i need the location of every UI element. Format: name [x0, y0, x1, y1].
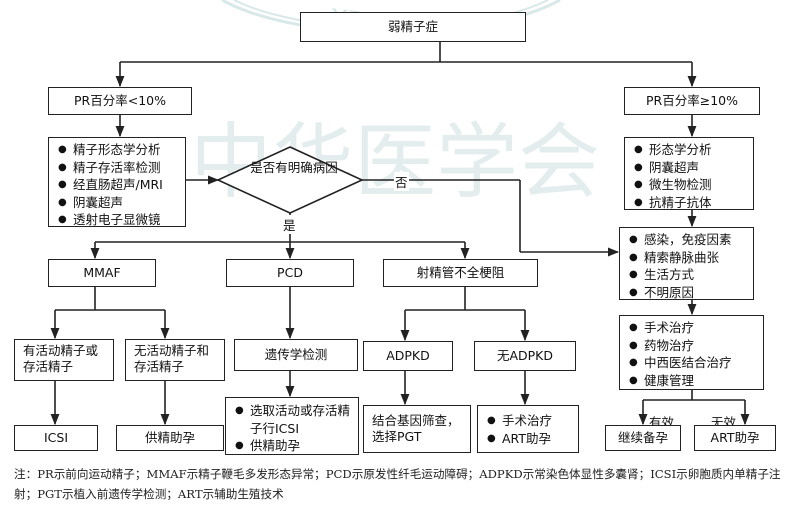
cause-item: 不明原因 — [628, 284, 745, 302]
tests-low-item: 精子存活率检测 — [57, 159, 177, 177]
mmaf-label: MMAF — [83, 265, 121, 280]
pcd-option-item: 供精助孕 — [234, 437, 350, 455]
pcd-node: PCD — [226, 259, 354, 287]
no-live-sperm-node: 无活动精子和存活精子 — [125, 339, 225, 381]
tests-high-item: 抗精子抗体 — [633, 194, 745, 212]
tests-high-item: 形态学分析 — [633, 141, 745, 159]
treatment-item: 手术治疗 — [628, 319, 755, 337]
tests-low-item: 阴囊超声 — [57, 194, 177, 212]
continue-prep-label: 继续备孕 — [617, 430, 668, 445]
obstruction-node: 射精管不全梗阻 — [383, 259, 538, 287]
pr-high-node: PR百分率≥10% — [624, 87, 760, 115]
treatment-item: 中西医结合治疗 — [628, 354, 755, 372]
treatments-node: 手术治疗 药物治疗 中西医结合治疗 健康管理 — [619, 315, 764, 390]
live-sperm-node: 有活动精子或存活精子 — [14, 339, 114, 381]
adpkd-action-node: 结合基因筛查，选择PGT — [363, 405, 471, 453]
decision-label: 是否有明确病因 — [250, 160, 338, 175]
continue-prep-node: 继续备孕 — [605, 425, 681, 451]
icsi-node: ICSI — [14, 425, 98, 451]
tests-high-node: 形态学分析 阴囊超声 微生物检测 抗精子抗体 — [624, 137, 754, 212]
obstruction-label: 射精管不全梗阻 — [416, 265, 505, 280]
live-sperm-label: 有活动精子或存活精子 — [23, 343, 99, 374]
adpkd-action-label: 结合基因筛查，选择PGT — [372, 413, 460, 444]
mmaf-node: MMAF — [48, 259, 156, 287]
genetic-test-label: 遗传学检测 — [264, 347, 328, 362]
pcd-options-node: 选取活动或存活精子行ICSI 供精助孕 — [225, 397, 359, 455]
no-live-sperm-label: 无活动精子和存活精子 — [134, 343, 210, 374]
cause-item: 生活方式 — [628, 266, 745, 284]
edge-label-no: 否 — [394, 172, 409, 191]
cause-item: 感染，免疫因素 — [628, 231, 745, 249]
no-adpkd-node: 无ADPKD — [474, 341, 576, 371]
causes-node: 感染，免疫因素 精索静脉曲张 生活方式 不明原因 — [619, 227, 754, 302]
adpkd-label: ADPKD — [386, 348, 430, 363]
pr-high-label: PR百分率≥10% — [646, 93, 738, 108]
pr-low-node: PR百分率<10% — [48, 87, 192, 115]
no-adpkd-options-node: 手术治疗 ART助孕 — [477, 405, 579, 453]
art-label: ART助孕 — [710, 430, 760, 445]
art-node: ART助孕 — [694, 425, 776, 451]
icsi-label: ICSI — [43, 430, 69, 445]
tests-low-item: 经直肠超声/MRI — [57, 176, 177, 194]
root-node: 弱精子症 — [300, 12, 526, 42]
cause-item: 精索静脉曲张 — [628, 249, 745, 267]
no-adpkd-label: 无ADPKD — [496, 348, 554, 363]
decision-diamond — [216, 146, 364, 214]
no-adpkd-option-item: ART助孕 — [486, 430, 570, 448]
edge-label-yes: 是 — [282, 215, 297, 234]
root-label: 弱精子症 — [387, 19, 438, 34]
no-adpkd-option-item: 手术治疗 — [486, 412, 570, 430]
footnote: 注：PR示前向运动精子；MMAF示精子鞭毛多发形态异常；PCD示原发性纤毛运动障… — [14, 467, 781, 501]
pr-low-label: PR百分率<10% — [74, 93, 166, 108]
pcd-label: PCD — [277, 265, 303, 280]
treatment-item: 药物治疗 — [628, 337, 755, 355]
pcd-option-item: 选取活动或存活精子行ICSI — [234, 402, 350, 437]
tests-low-item: 透射电子显微镜 — [57, 211, 177, 229]
treatment-item: 健康管理 — [628, 372, 755, 390]
donor-label: 供精助孕 — [144, 430, 195, 445]
tests-high-item: 微生物检测 — [633, 176, 745, 194]
tests-high-item: 阴囊超声 — [633, 159, 745, 177]
tests-low-item: 精子形态学分析 — [57, 141, 177, 159]
donor-node: 供精助孕 — [116, 425, 224, 451]
tests-low-node: 精子形态学分析 精子存活率检测 经直肠超声/MRI 阴囊超声 透射电子显微镜 — [48, 137, 186, 229]
genetic-test-node: 遗传学检测 — [234, 339, 358, 371]
adpkd-node: ADPKD — [363, 341, 453, 371]
